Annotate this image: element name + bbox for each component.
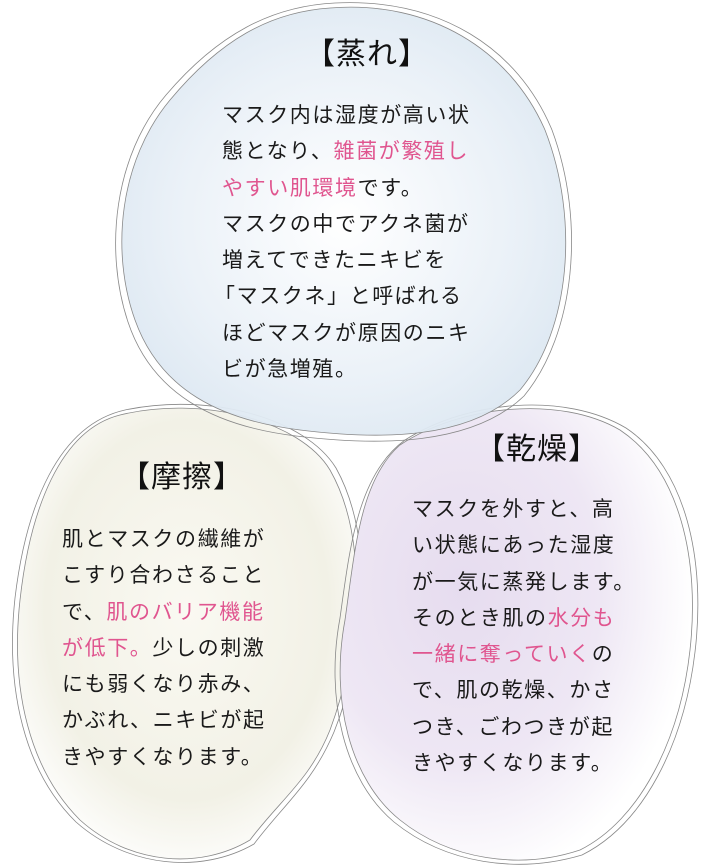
text: マスク内は湿度が高い状	[222, 103, 471, 127]
text: で、	[62, 599, 107, 624]
highlight-text: 雑菌が繁殖し	[333, 139, 470, 164]
highlight-text: 一緒に奪っていく	[412, 642, 592, 667]
text: 少しの刺激	[152, 635, 266, 660]
text-line: マスクを外すと、高	[412, 491, 672, 527]
text-line: きやすくなります。	[412, 745, 672, 781]
text-line: で、肌の乾燥、かさ	[412, 672, 672, 708]
text-line: マスク内は湿度が高い状	[222, 97, 512, 133]
text: こすり合わさること	[62, 563, 265, 588]
mure-body: マスク内は湿度が高い状 態となり、雑菌が繁殖し やすい肌環境です。 マスクの中で…	[214, 97, 512, 387]
text-line: 「マスクネ」と呼ばれる	[214, 278, 512, 314]
text: きやすくなります。	[412, 751, 614, 776]
text: かぶれ、ニキビが起	[62, 708, 266, 733]
text-line: マスクの中でアクネ菌が	[222, 206, 512, 242]
text: 肌とマスクの繊維が	[62, 527, 266, 551]
text: の	[591, 642, 615, 667]
text-line: つき、ごわつきが起	[412, 709, 672, 745]
text-line: かぶれ、ニキビが起	[62, 702, 312, 738]
text-line: そのとき肌の水分も	[412, 600, 672, 636]
text: 「マスクネ」と呼ばれる	[214, 284, 463, 309]
highlight-text: 水分も	[547, 605, 616, 630]
highlight-text: が低下。	[62, 635, 153, 660]
text: そのとき肌の	[412, 605, 548, 630]
masatsu-body: 肌とマスクの繊維が こすり合わさること で、肌のバリア機能 が低下。少しの刺激 …	[62, 521, 312, 775]
text-line: にも弱くなり赤み、	[62, 666, 312, 702]
text-line: が一気に蒸発します。	[412, 564, 672, 600]
text: マスクの中でアクネ菌が	[222, 211, 470, 236]
kansou-blob	[334, 404, 699, 865]
text-line: きやすくなります。	[62, 739, 312, 775]
text: 増えてできたニキビを	[222, 248, 447, 273]
text: きやすくなります。	[62, 744, 264, 769]
text-line: い状態にあった湿度	[412, 527, 672, 563]
highlight-text: 肌のバリア機能	[106, 599, 265, 624]
highlight-text: やすい肌環境	[222, 175, 358, 200]
text-line: が低下。少しの刺激	[62, 630, 312, 666]
text-line: 増えてできたニキビを	[222, 242, 512, 278]
text: 態となり、	[222, 139, 334, 164]
text-line: 一緒に奪っていくの	[412, 636, 672, 672]
text: で、肌の乾燥、かさ	[412, 678, 615, 703]
text: が一気に蒸発します。	[412, 569, 636, 594]
text: にも弱くなり赤み、	[62, 672, 266, 697]
text: い状態にあった湿度	[412, 533, 616, 558]
text-line: ビが急増殖。	[222, 351, 512, 387]
mure-title: 【蒸れ】	[305, 37, 429, 72]
text-line: で、肌のバリア機能	[62, 594, 312, 630]
text-line: やすい肌環境です。	[222, 170, 512, 206]
bubble-kansou: 【乾燥】 マスクを外すと、高 い状態にあった湿度 が一気に蒸発します。 そのとき…	[412, 430, 672, 781]
text-line: こすり合わさること	[62, 557, 312, 593]
text: ほどマスクが原因のニキ	[222, 320, 471, 345]
text: ビが急増殖。	[222, 357, 358, 382]
text: マスクを外すと、高	[412, 497, 615, 521]
bubble-masatsu: 【摩擦】 肌とマスクの繊維が こすり合わさること で、肌のバリア機能 が低下。少…	[62, 458, 312, 775]
text-line: ほどマスクが原因のニキ	[222, 315, 512, 351]
text-line: 肌とマスクの繊維が	[62, 521, 312, 557]
kansou-title: 【乾燥】	[475, 432, 599, 467]
kansou-body: マスクを外すと、高 い状態にあった湿度 が一気に蒸発します。 そのとき肌の水分も…	[412, 491, 672, 781]
text: つき、ごわつきが起	[412, 714, 614, 739]
masatsu-title: 【摩擦】	[120, 460, 244, 495]
mure-blob	[115, 2, 572, 442]
text-line: 態となり、雑菌が繁殖し	[222, 133, 512, 169]
text: です。	[357, 175, 424, 200]
bubble-mure: 【蒸れ】 マスク内は湿度が高い状 態となり、雑菌が繁殖し やすい肌環境です。 マ…	[214, 35, 512, 387]
masatsu-blob	[12, 403, 363, 863]
